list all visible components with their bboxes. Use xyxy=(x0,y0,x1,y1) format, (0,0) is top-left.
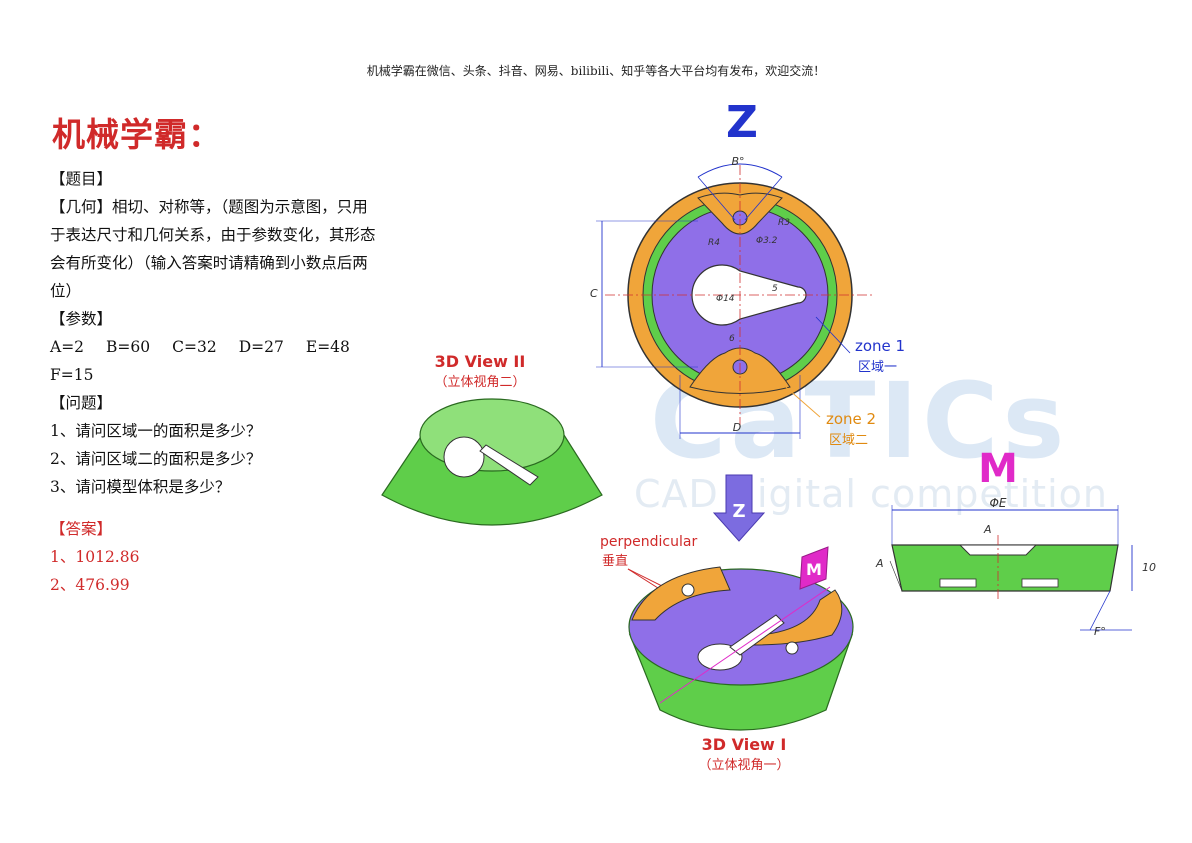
param-e: E=48 xyxy=(305,338,350,356)
problem-1: 1、请问区域一的面积是多少？ xyxy=(50,422,262,440)
m-flag-label: M xyxy=(806,560,822,579)
perpendicular-cn: 垂直 xyxy=(602,554,628,569)
dim-small-hole: Φ3.2 xyxy=(756,236,778,246)
dim-d: D xyxy=(733,421,741,434)
dim-slot-5: 5 xyxy=(772,284,778,294)
dim-r3: R3 xyxy=(778,218,790,228)
view-3d-2-cn: （立体视角二） xyxy=(434,375,525,390)
header-note: 机械学霸在微信、头条、抖音、网易、bilibili、知乎等各大平台均有发布，欢迎… xyxy=(366,64,826,78)
dim-c: C xyxy=(590,287,598,300)
params-heading: 【参数】 xyxy=(50,310,113,328)
view-3d-1-en: 3D View I xyxy=(702,735,787,754)
answer-2: 2、476.99 xyxy=(50,576,130,594)
dim-b: B° xyxy=(731,155,744,168)
topic-heading: 【题目】 xyxy=(50,170,113,188)
dim-e: ΦE xyxy=(989,496,1006,510)
section-view xyxy=(889,535,1119,600)
page-title: 机械学霸： xyxy=(52,115,222,154)
param-b: B=60 xyxy=(106,338,151,356)
dim-a-top: A xyxy=(983,523,992,536)
params-row-1: A=2 B=60 C=32 D=27 E=48 xyxy=(50,333,380,361)
top-view xyxy=(596,163,875,439)
view-z-label: Z xyxy=(726,97,758,148)
param-a: A=2 xyxy=(50,338,85,356)
z-direction-arrow xyxy=(712,474,766,542)
technical-figure: Z B° C D R4 R3 Φ3.2 Φ14 5 6 xyxy=(381,97,1156,773)
zone-2-cn: 区域二 xyxy=(829,433,868,448)
problem-3: 3、请问模型体积是多少？ xyxy=(50,478,231,496)
zone-1-en: zone 1 xyxy=(855,337,905,355)
view-3d-1-model xyxy=(628,566,854,731)
perpendicular-en: perpendicular xyxy=(600,534,697,550)
question-block: 【题目】 【几何】相切、对称等，（题图为示意图，只用于表达尺寸和几何关系，由于参… xyxy=(50,165,380,599)
param-c: C=32 xyxy=(172,338,217,356)
problem-heading: 【问题】 xyxy=(50,394,113,412)
dim-f: F° xyxy=(1094,625,1106,638)
param-d: D=27 xyxy=(238,338,284,356)
dim-a-left: A xyxy=(875,557,884,570)
view-3d-2-model xyxy=(381,398,603,526)
zone-2-en: zone 2 xyxy=(826,410,876,428)
zone-1-cn: 区域一 xyxy=(858,360,897,375)
dim-slot-6: 6 xyxy=(729,334,735,344)
view-3d-2-en: 3D View II xyxy=(435,352,526,371)
param-f: F=15 xyxy=(50,366,94,384)
dim-r4: R4 xyxy=(708,238,720,248)
answer-1: 1、1012.86 xyxy=(50,548,140,566)
dim-height-10: 10 xyxy=(1142,561,1156,574)
view-m-label: M xyxy=(978,446,1018,492)
m-plane-flag xyxy=(799,546,829,590)
z-arrow-label: Z xyxy=(732,501,745,522)
problem-2: 2、请问区域二的面积是多少？ xyxy=(50,450,262,468)
params-row-2: F=15 xyxy=(50,361,380,389)
view-3d-1-cn: （立体视角一） xyxy=(698,758,789,773)
geometry-description: 【几何】相切、对称等，（题图为示意图，只用于表达尺寸和几何关系，由于参数变化，其… xyxy=(50,198,376,300)
dim-big-hole: Φ14 xyxy=(716,294,735,304)
answer-heading: 【答案】 xyxy=(50,520,113,538)
